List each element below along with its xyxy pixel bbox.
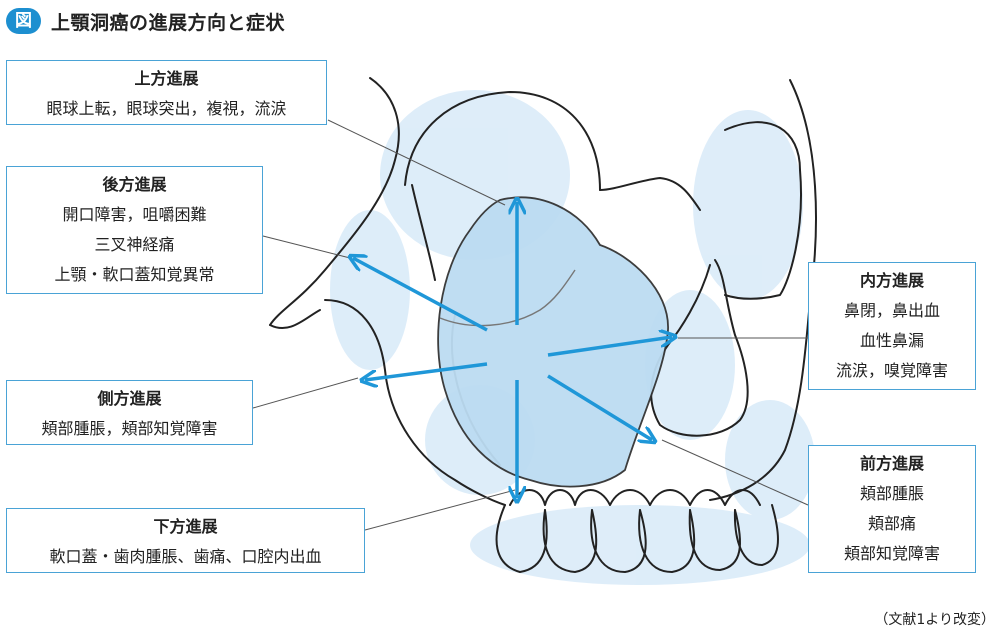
anterior-spread-box: 前方進展 頬部腫脹 頬部痛 頬部知覚障害 <box>808 445 976 573</box>
upward-spread-box: 上方進展 眼球上転，眼球突出，複視，流涙 <box>6 60 327 125</box>
symptom-line: 開口障害，咀嚼困難 <box>62 205 207 224</box>
source-citation: （文献1より改変） <box>874 612 995 628</box>
symptom-line: 眼球上転，眼球突出，複視，流涙 <box>46 99 287 118</box>
box-title: 前方進展 <box>859 454 924 473</box>
symptom-line: 軟口蓋・歯肉腫脹、歯痛、口腔内出血 <box>49 547 322 566</box>
symptom-line: 頬部腫脹 <box>859 484 924 503</box>
figure-title: 上顎洞癌の進展方向と症状 <box>51 11 286 34</box>
box-title: 側方進展 <box>97 389 162 408</box>
symptom-line: 流涙，嗅覚障害 <box>835 361 948 380</box>
symptom-line: 頬部痛 <box>867 514 916 533</box>
figure-header: 図 上顎洞癌の進展方向と症状 <box>6 6 285 36</box>
box-title: 下方進展 <box>153 517 218 536</box>
symptom-line: 鼻閉，鼻出血 <box>843 301 940 320</box>
symptom-line: 三叉神経痛 <box>94 235 175 254</box>
spread-arrows <box>353 202 672 498</box>
posterior-spread-box: 後方進展 開口障害，咀嚼困難 三叉神経痛 上顎・軟口蓋知覚異常 <box>6 166 263 294</box>
symptom-line: 上顎・軟口蓋知覚異常 <box>54 265 215 284</box>
downward-spread-box: 下方進展 軟口蓋・歯肉腫脹、歯痛、口腔内出血 <box>6 508 365 573</box>
box-title: 後方進展 <box>102 175 167 194</box>
box-title: 内方進展 <box>859 271 924 290</box>
leader-lines <box>252 119 809 531</box>
symptom-line: 頬部知覚障害 <box>843 544 940 563</box>
symptom-line: 頬部腫脹，頬部知覚障害 <box>41 419 218 438</box>
medial-spread-box: 内方進展 鼻閉，鼻出血 血性鼻漏 流涙，嗅覚障害 <box>808 262 976 390</box>
symptom-line: 血性鼻漏 <box>859 331 924 350</box>
box-title: 上方進展 <box>134 69 199 88</box>
lateral-spread-box: 側方進展 頬部腫脹，頬部知覚障害 <box>6 380 253 445</box>
figure-badge: 図 <box>6 8 41 34</box>
